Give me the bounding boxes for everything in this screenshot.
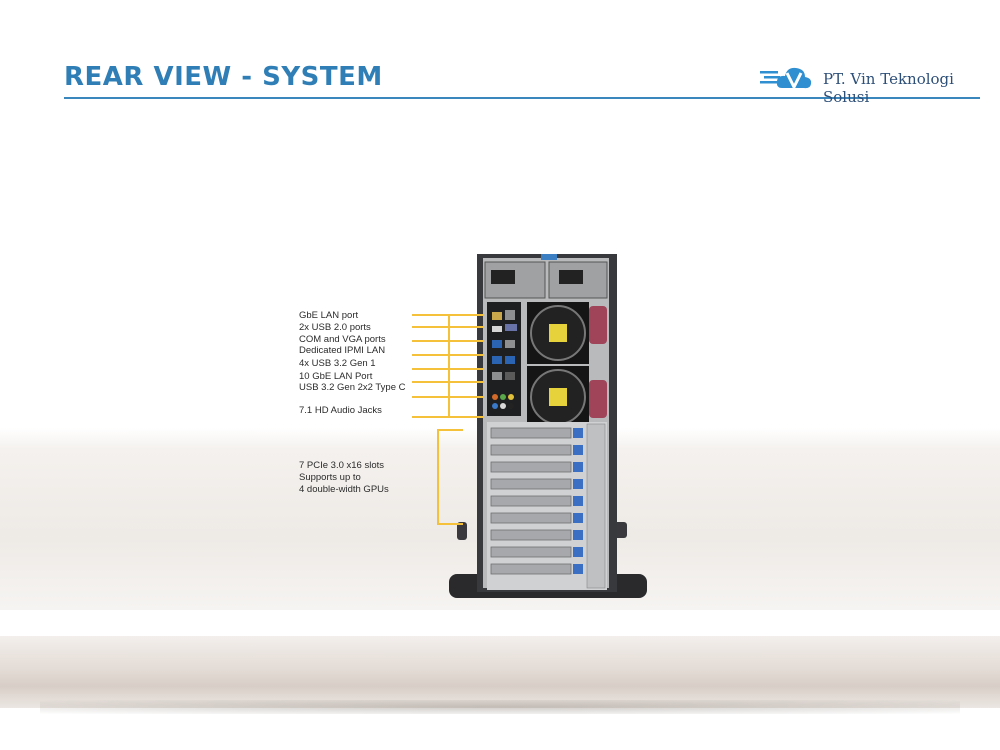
leader-gbe-lan (412, 314, 484, 316)
leader-type-c (412, 396, 484, 398)
pcie-line-3: 4 double-width GPUs (299, 484, 389, 495)
leader-usb2 (412, 326, 484, 328)
callout-com-vga: COM and VGA ports (299, 334, 386, 345)
ledge-shadow (40, 700, 960, 714)
leader-com-vga (412, 340, 484, 342)
cloud-v-logo-icon (760, 67, 812, 91)
leader-pcie-top (437, 429, 463, 431)
shelf-ledge (0, 636, 1000, 708)
callout-ipmi-lan: Dedicated IPMI LAN (299, 345, 386, 356)
leader-ipmi-lan (412, 354, 484, 356)
callout-gbe-lan: GbE LAN port (299, 310, 359, 321)
leader-pcie-bottom (437, 523, 463, 525)
callout-usb2: 2x USB 2.0 ports (299, 322, 371, 333)
callout-10gbe-lan: 10 GbE LAN Port (299, 371, 373, 382)
pcie-slot-latches (573, 428, 583, 574)
company-name: PT. Vin Teknologi Solusi (823, 70, 954, 106)
leader-bracket-vertical (448, 314, 450, 417)
pcie-slot-covers (490, 427, 572, 575)
page-title: REAR VIEW - SYSTEM (64, 62, 383, 92)
callout-usb-type-c: USB 3.2 Gen 2x2 Type C (299, 382, 406, 393)
callout-pcie: 7 PCIe 3.0 x16 slots Supports up to 4 do… (299, 460, 439, 496)
leader-pcie-bracket (437, 429, 439, 525)
leader-10gbe (412, 381, 484, 383)
pcie-line-1: 7 PCIe 3.0 x16 slots (299, 460, 385, 471)
server-rear-image (449, 254, 647, 598)
leader-audio (412, 416, 484, 418)
header-rule (64, 97, 980, 99)
pcie-line-2: Supports up to (299, 472, 361, 483)
leader-usb32 (412, 368, 484, 370)
callout-audio-jacks: 7.1 HD Audio Jacks (299, 405, 382, 416)
callout-usb32-gen1: 4x USB 3.2 Gen 1 (299, 358, 376, 369)
